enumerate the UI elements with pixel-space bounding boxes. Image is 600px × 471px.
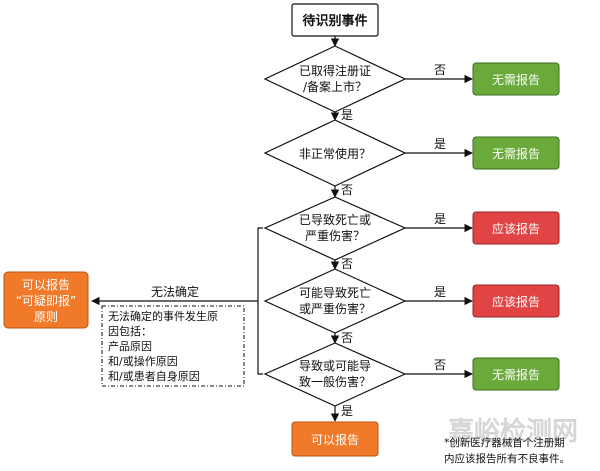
decision-5-line-2: 致一般伤害？ bbox=[299, 374, 371, 389]
decision-4-branch-label: 是 bbox=[434, 285, 446, 299]
outcome-4: 应该报告 bbox=[472, 284, 560, 318]
decision-5-branch-label: 否 bbox=[434, 358, 446, 372]
decision-1-line-2: /备案上市？ bbox=[303, 79, 367, 94]
decision-5: 导致或可能导 致一般伤害？ bbox=[263, 342, 407, 407]
final-node: 可以报告 bbox=[291, 421, 379, 457]
uncertain-label: 无法确定 bbox=[151, 284, 199, 299]
note-line-5: 和/或患者自身原因 bbox=[108, 369, 200, 383]
outcome-5: 无需报告 bbox=[472, 357, 560, 391]
decision-4-line-2: 或严重伤害？ bbox=[299, 301, 371, 316]
note-line-3: 产品原因 bbox=[108, 339, 152, 353]
outcome-4-label: 应该报告 bbox=[492, 294, 540, 309]
decision-3-line-2: 严重伤害？ bbox=[305, 228, 365, 243]
decision-2-line-1: 非正常使用？ bbox=[299, 146, 371, 161]
outcome-3-label: 应该报告 bbox=[492, 221, 540, 236]
note-box: 无法确定的事件发生原 因包括： 产品原因 和/或操作原因 和/或患者自身原因 bbox=[101, 305, 245, 387]
left-box-line-2: “可疑即报” bbox=[16, 293, 76, 308]
decision-3: 已导致死亡或 严重伤害？ bbox=[263, 196, 407, 261]
outcome-1: 无需报告 bbox=[472, 62, 560, 96]
decision-2-down-label: 否 bbox=[341, 183, 353, 197]
decision-4-line-1: 可能导致死亡 bbox=[299, 286, 371, 300]
outcome-2: 无需报告 bbox=[472, 136, 560, 170]
decision-1-line-1: 已取得注册证 bbox=[299, 63, 371, 78]
decision-1: 已取得注册证 /备案上市？ bbox=[263, 45, 407, 113]
decision-2: 非正常使用？ bbox=[263, 119, 407, 187]
decision-5-line-1: 导致或可能导 bbox=[299, 359, 371, 373]
decision-4: 可能导致死亡 或严重伤害？ bbox=[263, 268, 407, 334]
left-report-node: 可以报告 “可疑即报” 原则 bbox=[3, 271, 89, 329]
footnote-line-1: *创新医疗器械首个注册期 bbox=[444, 436, 565, 449]
decision-5-down-label: 是 bbox=[341, 404, 353, 418]
outcome-5-label: 无需报告 bbox=[492, 367, 540, 382]
footnote-line-2: 内应该报告所有不良事件。 bbox=[444, 452, 570, 465]
decision-1-down-label: 是 bbox=[341, 108, 353, 122]
decision-2-branch-label: 是 bbox=[434, 137, 446, 151]
decision-3-line-1: 已导致死亡或 bbox=[299, 213, 371, 227]
left-box-line-3: 原则 bbox=[34, 310, 58, 324]
note-line-1: 无法确定的事件发生原 bbox=[108, 309, 218, 323]
outcome-3: 应该报告 bbox=[472, 211, 560, 245]
left-box-line-1: 可以报告 bbox=[22, 277, 70, 292]
outcome-2-label: 无需报告 bbox=[492, 146, 540, 161]
watermark-text: 嘉峪检测网 bbox=[448, 416, 578, 447]
start-label: 待识别事件 bbox=[301, 13, 367, 29]
final-label: 可以报告 bbox=[311, 432, 359, 447]
decision-3-down-label: 否 bbox=[341, 257, 353, 271]
note-line-2: 因包括： bbox=[108, 324, 152, 338]
note-line-4: 和/或操作原因 bbox=[108, 354, 178, 368]
start-node: 待识别事件 bbox=[291, 3, 379, 37]
decision-4-down-label: 否 bbox=[341, 331, 353, 345]
outcome-1-label: 无需报告 bbox=[492, 72, 540, 87]
uncertain-bracket bbox=[257, 227, 263, 375]
connectors bbox=[91, 36, 473, 422]
decision-1-branch-label: 否 bbox=[434, 63, 446, 77]
decision-3-branch-label: 是 bbox=[434, 212, 446, 226]
